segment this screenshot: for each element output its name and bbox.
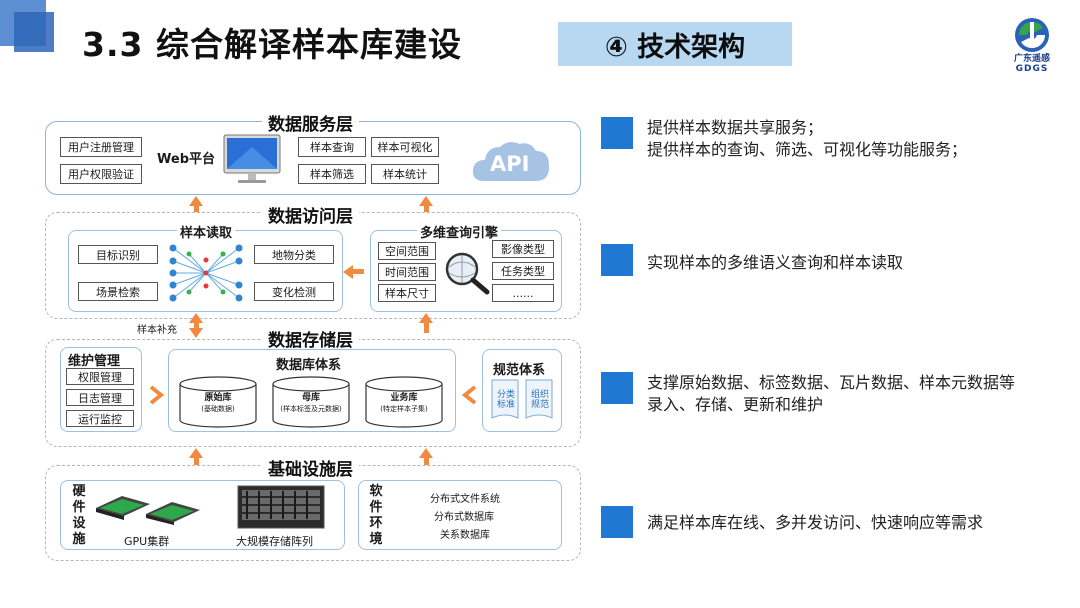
arrow-shaft xyxy=(424,457,429,465)
storage-array-label: 大规模存储阵列 xyxy=(236,535,313,548)
bullet-marker xyxy=(601,244,633,276)
bullet-text: 实现样本的多维语义查询和样本读取 xyxy=(647,253,904,272)
maintenance-item: 权限管理 xyxy=(66,368,134,385)
database-sub: (特定样本子集) xyxy=(380,405,428,413)
chevron-right-icon xyxy=(149,385,165,405)
magnifier-globe-icon xyxy=(445,252,490,295)
arrow-up-icon xyxy=(189,313,203,323)
bullet-text: 提供样本数据共享服务； 提供样本的查询、筛选、可视化等功能服务； xyxy=(647,118,968,159)
query-item: 时间范围 xyxy=(378,263,436,281)
logo-text-en: GDGS xyxy=(1015,64,1049,74)
storage-array-icon xyxy=(237,485,325,529)
sample-read-title: 样本读取 xyxy=(177,222,236,241)
hardware-label: 硬件设施 xyxy=(72,484,86,547)
service-left-item: 用户权限验证 xyxy=(60,164,142,184)
software-item: 分布式数据库 xyxy=(434,512,494,523)
database-sub: (样本标签及元数据) xyxy=(280,405,342,413)
database-cylinders-icon xyxy=(179,376,443,428)
maintenance-item: 运行监控 xyxy=(66,410,134,427)
arrow-shaft xyxy=(424,322,429,333)
supplement-label: 样本补充 xyxy=(137,325,177,336)
maintenance-item: 日志管理 xyxy=(66,389,134,406)
arrow-up-icon xyxy=(419,313,433,323)
bullet-text: 满足样本库在线、多并发访问、快速响应等需求 xyxy=(647,513,984,532)
access-layer-title: 数据访问层 xyxy=(262,202,359,227)
document-icon xyxy=(491,379,553,419)
arrow-up-icon xyxy=(419,196,433,206)
arrow-shaft xyxy=(194,205,199,212)
logo-emblem-icon xyxy=(1015,18,1049,52)
service-right-item: 样本筛选 xyxy=(298,164,366,184)
storage-layer-title: 数据存储层 xyxy=(262,326,359,351)
database-sub: (基础数据) xyxy=(201,405,235,413)
database-master: 母库 (样本标签及元数据) xyxy=(274,393,348,414)
arrow-shaft xyxy=(194,322,199,328)
spec-system-title: 规范体系 xyxy=(493,363,546,378)
corner-decoration-square-overlay xyxy=(14,12,54,52)
bullet-marker xyxy=(601,117,633,149)
company-logo: 广东遥感 GDGS xyxy=(1002,16,1062,76)
service-layer-title: 数据服务层 xyxy=(262,110,359,135)
database-name: 原始库 xyxy=(204,393,232,403)
service-left-item: 用户注册管理 xyxy=(60,137,142,157)
read-item: 地物分类 xyxy=(254,245,334,264)
read-item: 变化检测 xyxy=(254,282,334,301)
api-cloud-icon xyxy=(472,142,550,181)
service-right-item: 样本统计 xyxy=(371,164,439,184)
arrow-shaft xyxy=(424,205,429,212)
spec-doc-label: 组织规范 xyxy=(530,390,549,410)
chevron-left-icon xyxy=(461,385,477,405)
arrow-shaft xyxy=(194,457,199,465)
arrow-left-icon xyxy=(343,265,353,279)
arrow-shaft xyxy=(352,269,364,274)
neural-network-icon xyxy=(169,244,243,302)
bullet-text: 支撑原始数据、标签数据、瓦片数据、样本元数据等录入、存储、更新和维护 xyxy=(647,373,1016,414)
section-tag: ④ 技术架构 xyxy=(558,22,792,66)
software-item: 关系数据库 xyxy=(440,530,490,541)
monitor-icon xyxy=(223,134,281,183)
bullet-marker xyxy=(601,506,633,538)
service-right-item: 样本可视化 xyxy=(371,137,439,157)
logo-text-cn: 广东遥感 xyxy=(1013,54,1050,64)
database-name: 业务库 xyxy=(390,393,418,403)
api-label: API xyxy=(490,152,530,176)
arrow-up-icon xyxy=(419,448,433,458)
arrow-up-icon xyxy=(189,448,203,458)
software-box xyxy=(358,480,562,550)
read-item: 目标识别 xyxy=(78,245,158,264)
maintenance-title: 维护管理 xyxy=(68,354,121,369)
query-item: 任务类型 xyxy=(492,262,554,280)
database-original: 原始库 (基础数据) xyxy=(181,393,255,414)
database-business: 业务库 (特定样本子集) xyxy=(367,393,441,414)
query-item: ...... xyxy=(492,284,554,302)
arrow-up-icon xyxy=(189,196,203,206)
query-item: 空间范围 xyxy=(378,242,436,260)
software-label: 软件环境 xyxy=(369,484,383,547)
query-engine-title: 多维查询引擎 xyxy=(417,222,502,241)
web-platform-label: Web平台 xyxy=(157,152,215,167)
query-item: 样本尺寸 xyxy=(378,284,436,302)
database-system-title: 数据库体系 xyxy=(276,358,342,373)
arrow-down-icon xyxy=(189,328,203,338)
bullet-marker xyxy=(601,372,633,404)
read-item: 场景检索 xyxy=(78,282,158,301)
spec-doc-label: 分类标准 xyxy=(496,390,515,410)
software-item: 分布式文件系统 xyxy=(430,494,500,505)
query-item: 影像类型 xyxy=(492,240,554,258)
database-name: 母库 xyxy=(301,393,320,403)
infra-layer-title: 基础设施层 xyxy=(262,455,359,480)
page-title: 3.3 综合解译样本库建设 xyxy=(82,25,462,64)
gpu-server-icon xyxy=(96,496,200,525)
service-right-item: 样本查询 xyxy=(298,137,366,157)
gpu-cluster-label: GPU集群 xyxy=(124,535,170,548)
